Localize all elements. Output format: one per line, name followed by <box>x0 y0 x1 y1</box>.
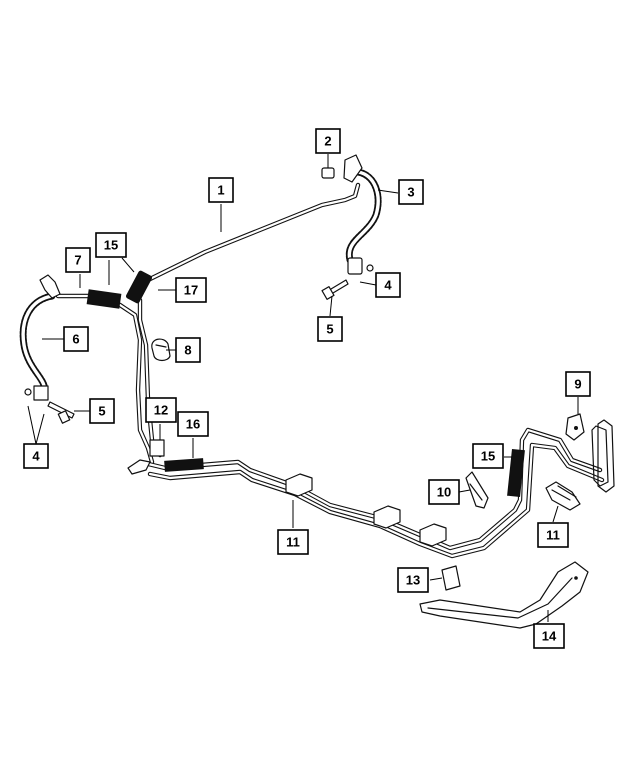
left-flex-hose <box>19 274 75 424</box>
callout-12-label: 12 <box>154 403 168 418</box>
callout-12: 12 <box>145 397 177 423</box>
callout-5-left: 5 <box>89 398 115 424</box>
callout-14-label: 14 <box>542 629 557 644</box>
callout-15-left: 15 <box>95 232 127 258</box>
leader-lines <box>27 154 579 622</box>
callout-4-left-label: 4 <box>32 449 40 464</box>
callout-15-right: 15 <box>472 443 504 469</box>
callout-15-left-label: 15 <box>104 238 118 253</box>
callout-15-right-label: 15 <box>481 449 495 464</box>
bracket-part-9 <box>565 413 585 441</box>
callout-1-label: 1 <box>217 183 224 198</box>
callout-1: 1 <box>208 177 234 203</box>
callout-10-label: 10 <box>437 485 451 500</box>
callout-9: 9 <box>565 371 591 397</box>
callout-9-label: 9 <box>574 377 581 392</box>
callout-17-label: 17 <box>184 283 198 298</box>
callout-2-label: 2 <box>324 134 331 149</box>
grommet-part <box>151 338 171 362</box>
callout-11-right-label: 11 <box>546 528 560 543</box>
heat-shield-part <box>419 561 589 629</box>
callout-6: 6 <box>63 326 89 352</box>
callout-7: 7 <box>65 247 91 273</box>
callout-17: 17 <box>175 277 207 303</box>
callout-6-label: 6 <box>72 332 79 347</box>
callout-3-label: 3 <box>407 185 414 200</box>
callout-8: 8 <box>175 337 201 363</box>
callouts: 1 2 3 4 4 5 5 6 <box>23 128 591 649</box>
callout-4-left: 4 <box>23 443 49 469</box>
callout-11-left: 11 <box>277 529 309 555</box>
callout-7-label: 7 <box>74 253 81 268</box>
callout-16-label: 16 <box>186 417 200 432</box>
callout-8-label: 8 <box>184 343 191 358</box>
callout-13-label: 13 <box>406 573 420 588</box>
callout-11-left-label: 11 <box>286 535 300 550</box>
block-part-13 <box>441 565 461 591</box>
clip-part-10 <box>465 471 489 509</box>
callout-5-right: 5 <box>317 316 343 342</box>
callout-3: 3 <box>398 179 424 205</box>
callout-4-right-label: 4 <box>384 278 392 293</box>
callout-11-right: 11 <box>537 522 569 548</box>
callout-5-left-label: 5 <box>98 404 105 419</box>
brake-tube-assembly <box>55 182 615 559</box>
callout-16: 16 <box>177 411 209 437</box>
callout-13: 13 <box>397 567 429 593</box>
callout-10: 10 <box>428 479 460 505</box>
callout-4-right: 4 <box>375 272 401 298</box>
callout-5-right-label: 5 <box>326 322 333 337</box>
callout-14: 14 <box>533 623 565 649</box>
callout-2: 2 <box>315 128 341 154</box>
tube-clips <box>285 473 581 547</box>
sleeves <box>86 270 525 498</box>
right-flex-hose <box>321 154 382 300</box>
